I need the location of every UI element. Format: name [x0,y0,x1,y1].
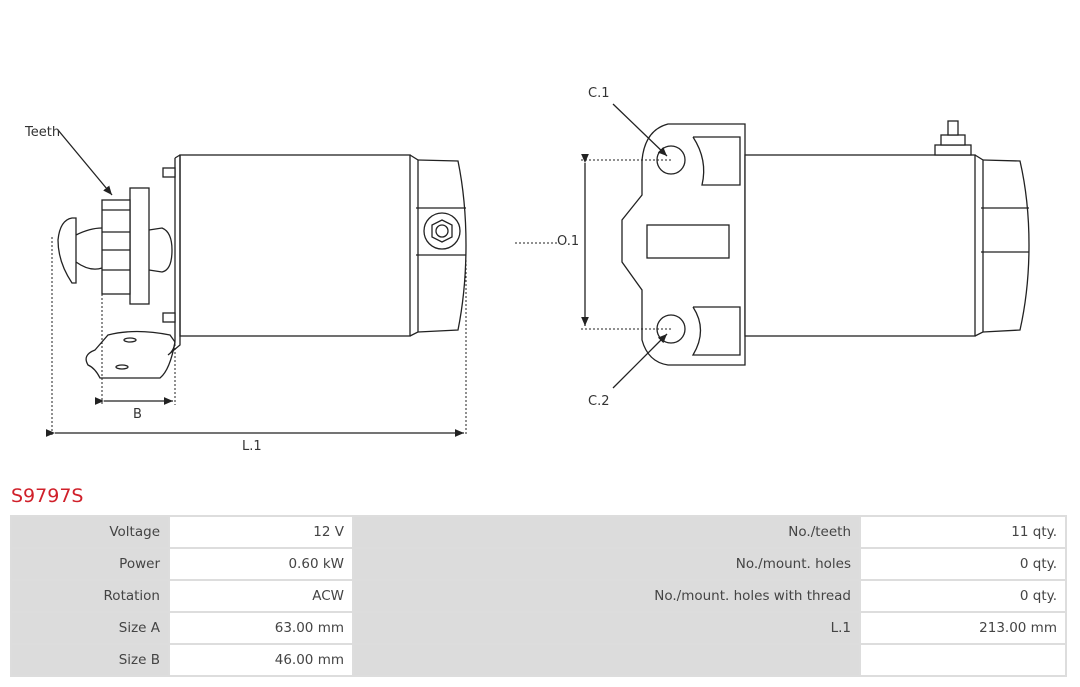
spec-value: ACW [170,581,352,611]
spec-label: Size A [12,613,168,643]
c1-label: C.1 [588,86,609,101]
spec-label: No./teeth [354,517,859,547]
o1-dimension-label: O.1 [557,234,579,249]
spec-value: 0 qty. [861,549,1065,579]
product-code: S9797S [11,485,84,507]
spec-label: Rotation [12,581,168,611]
spec-label [354,645,859,675]
spec-label: Power [12,549,168,579]
spec-label: No./mount. holes with thread [354,581,859,611]
side-view: Teeth B L.1 [24,125,467,454]
spec-label: Voltage [12,517,168,547]
front-view: O.1 C.1 C.2 [515,86,1030,409]
b-dimension-label: B [133,407,142,422]
spec-value: 213.00 mm [861,613,1065,643]
spec-value: 11 qty. [861,517,1065,547]
spec-label: Size B [12,645,168,675]
c2-label: C.2 [588,394,609,409]
spec-value: 0 qty. [861,581,1065,611]
spec-label: No./mount. holes [354,549,859,579]
technical-drawing: Teeth B L.1 O.1 C.1 C.2 [24,86,1030,454]
spec-value: 12 V [170,517,352,547]
spec-value: 63.00 mm [170,613,352,643]
spec-value [861,645,1065,675]
spec-value: 0.60 kW [170,549,352,579]
spec-value: 46.00 mm [170,645,352,675]
spec-label: L.1 [354,613,859,643]
l1-dimension-label: L.1 [242,439,262,454]
teeth-label: Teeth [24,125,60,140]
